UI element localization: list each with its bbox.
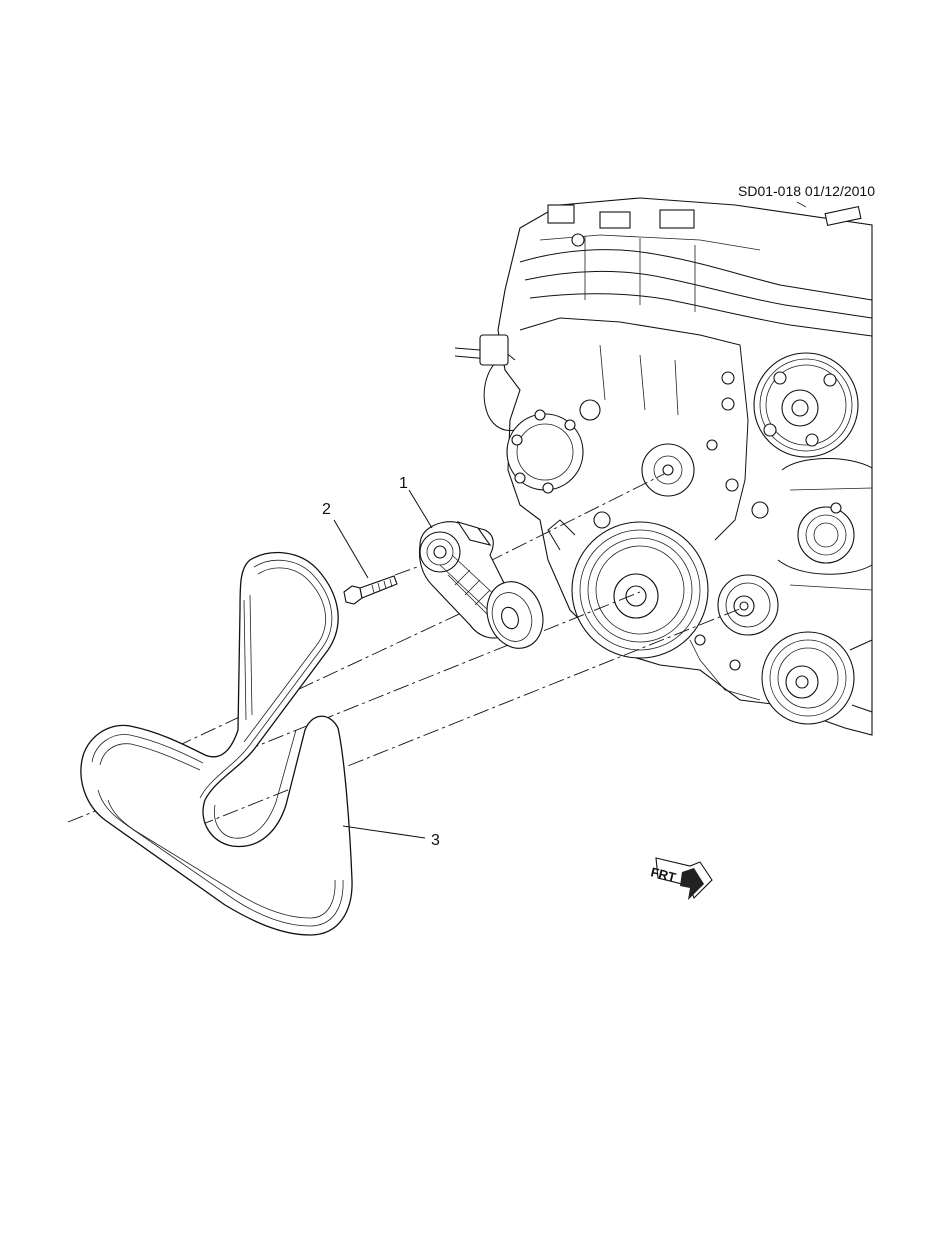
callout-label-1: 1 xyxy=(399,475,408,492)
drawing-stamp: SD01-018 01/12/2010 xyxy=(738,183,875,199)
callout-leader-1 xyxy=(408,489,433,529)
serpentine-belt xyxy=(80,551,353,936)
callout-leader-3 xyxy=(342,825,426,839)
belt-tensioner xyxy=(418,521,544,649)
callout-leader-2 xyxy=(333,519,369,579)
callout-label-2: 2 xyxy=(322,501,331,518)
front-indicator-label: FRT xyxy=(649,864,677,885)
centerline-tensioner-mount xyxy=(487,473,665,563)
tensioner-bolt xyxy=(343,575,398,605)
centerline-tensioner-pulley xyxy=(151,607,473,759)
callout-label-3: 3 xyxy=(431,832,440,849)
arrow-icon xyxy=(680,868,704,900)
centerline-idler xyxy=(197,607,743,827)
stamp-tick xyxy=(796,201,807,208)
front-direction-indicator: FRT xyxy=(649,857,713,900)
engine-assembly xyxy=(454,197,873,736)
centerline-bolt xyxy=(394,565,421,576)
